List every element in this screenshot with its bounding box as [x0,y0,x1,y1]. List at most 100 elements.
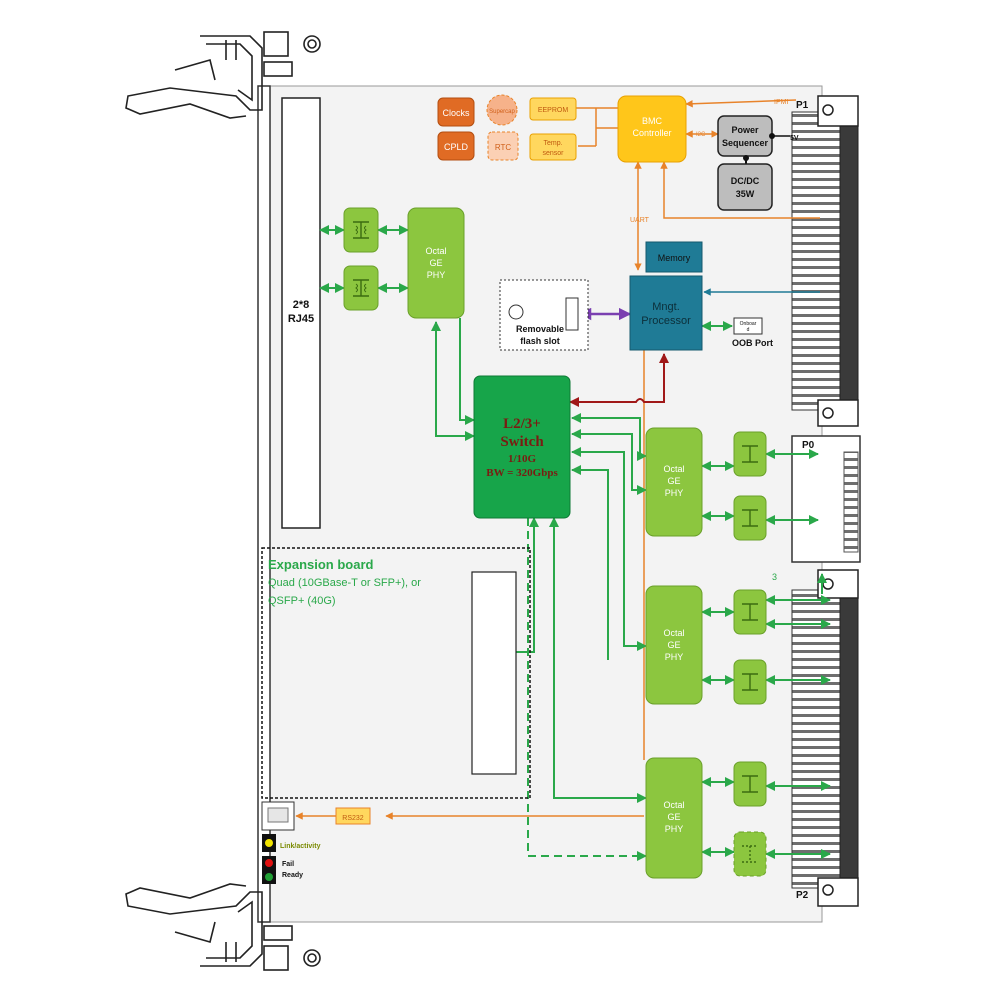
cpld-block: CPLD [437,131,475,161]
onboard-label-2: d [747,327,750,333]
rtc-label: RTC [495,143,512,152]
l23-switch-block: L2/3+ Switch 1/10G BW = 320Gbps [473,375,571,519]
rs232-block: RS232 [335,807,371,825]
serial-port [261,801,295,831]
bmc-label-2: Controller [632,128,671,138]
phy4-label-3: PHY [665,824,684,834]
switch-label-2: Switch [500,434,544,450]
magnetics-p2-1 [733,589,767,635]
p1-label: P1 [796,100,809,111]
temp-sensor-label-2: sensor [542,150,564,157]
bmc-controller-block: BMC Controller [617,95,687,163]
fail-label: Fail [282,861,294,868]
switch-label-3: 1/10G [508,453,537,465]
memory-block: Memory [645,241,703,273]
bmc-to-connector-line [660,161,820,219]
bottom-ejector-handle [125,883,321,971]
phy3-label-1: Octal [663,628,684,638]
switch-label-1: L2/3+ [503,416,541,432]
p0-connector [791,435,861,563]
switch-dashed-line [527,518,647,861]
octal-phy-3: Octal GE PHY [645,585,703,705]
clocks-block: Clocks [437,97,475,127]
expansion-connector [471,571,517,775]
eeprom-block: EEPROM [529,97,577,121]
magnetics-group [343,207,767,877]
expansion-line-2: QSFP+ (40G) [268,595,336,607]
mngt-label-1: Mngt. [652,301,680,313]
switch-to-mngt-line [569,353,669,407]
supercap-label: Supercap [489,109,515,115]
phy2-label-3: PHY [665,488,684,498]
phy2-label-1: Octal [663,464,684,474]
bmc-label-1: BMC [642,116,663,126]
bmc-eeprom-temp-line [576,107,618,147]
mngt-label-2: Processor [641,315,691,327]
memory-label: Memory [658,253,691,263]
octal-phy-1: Octal GE PHY [407,207,465,319]
dcdc-label-2: 35W [736,189,755,199]
5v-node [769,133,775,139]
octal-phy-2: Octal GE PHY [645,427,703,537]
magnetics-p0-2 [733,495,767,541]
rj45-label-line2: RJ45 [288,313,314,325]
magnetics-p2-4-optional [733,831,767,877]
flash-slot-hole [508,304,524,320]
phy4-label-2: GE [667,812,680,822]
clocks-label: Clocks [442,108,470,118]
cpld-label: CPLD [444,142,469,152]
power-seq-node [743,155,749,161]
flash-slot-block: Removable flash slot [499,279,589,351]
front-panel [257,85,271,923]
ipmi-line [685,99,797,108]
phy1-switch-line-b [459,318,475,425]
rtc-block: RTC [487,131,519,161]
magnetics-p0-1 [733,431,767,477]
label-3: 3 [772,572,777,582]
p2-connector [791,569,859,907]
oob-port-block: Onboar d OOB Port [732,317,773,348]
power-sequencer-block: Power Sequencer [717,115,773,157]
fail-led [265,859,273,867]
magnetics-rj45-2 [343,265,379,311]
link-led-label: Link/activity [280,843,321,850]
magnetics-p2-2 [733,659,767,705]
power-seq-label-2: Sequencer [722,138,769,148]
rj45-block [281,97,321,529]
phy1-label-2: GE [429,258,442,268]
rs232-label: RS232 [342,815,364,822]
uart-label: UART [630,217,650,224]
ipmi-label: IPMI [774,99,788,106]
expansion-line-1: Quad (10GBase-T or SFP+), or [268,577,421,589]
i2c-label: I2C [696,132,706,138]
5v-label: 5V [790,135,799,142]
link-led [262,834,276,852]
power-seq-label-1: Power [731,125,759,135]
mngt-processor-block: Mngt. Processor [629,275,703,351]
magnetics-rj45-1 [343,207,379,253]
onboard-label-1: Onboar [740,321,757,327]
ready-led [265,873,273,881]
dcdc-label-1: DC/DC [731,176,760,186]
p1-connector [791,95,859,427]
rj45-label-line1: 2*8 [293,299,310,311]
temp-sensor-block: Temp. sensor [529,133,577,161]
phy4-label-1: Octal [663,800,684,810]
temp-sensor-label-1: Temp. [543,140,562,147]
switch-phy4-line [549,517,647,803]
oob-port-label: OOB Port [732,338,773,348]
phy1-label-1: Octal [425,246,446,256]
eeprom-label: EEPROM [538,107,569,114]
expansion-title: Expansion board [268,557,374,572]
phy3-label-3: PHY [665,652,684,662]
fail-ready-leds [262,856,276,884]
octal-phy-4: Octal GE PHY [645,757,703,879]
phy2-label-2: GE [667,476,680,486]
flash-card [565,297,579,331]
supercap-block: Supercap [486,94,518,126]
switch-label-4: BW = 320Gbps [486,467,558,479]
flash-label-1: Removable [516,324,564,334]
ready-label: Ready [282,872,303,879]
magnetics-p2-3 [733,761,767,807]
top-ejector-handle [125,31,321,119]
